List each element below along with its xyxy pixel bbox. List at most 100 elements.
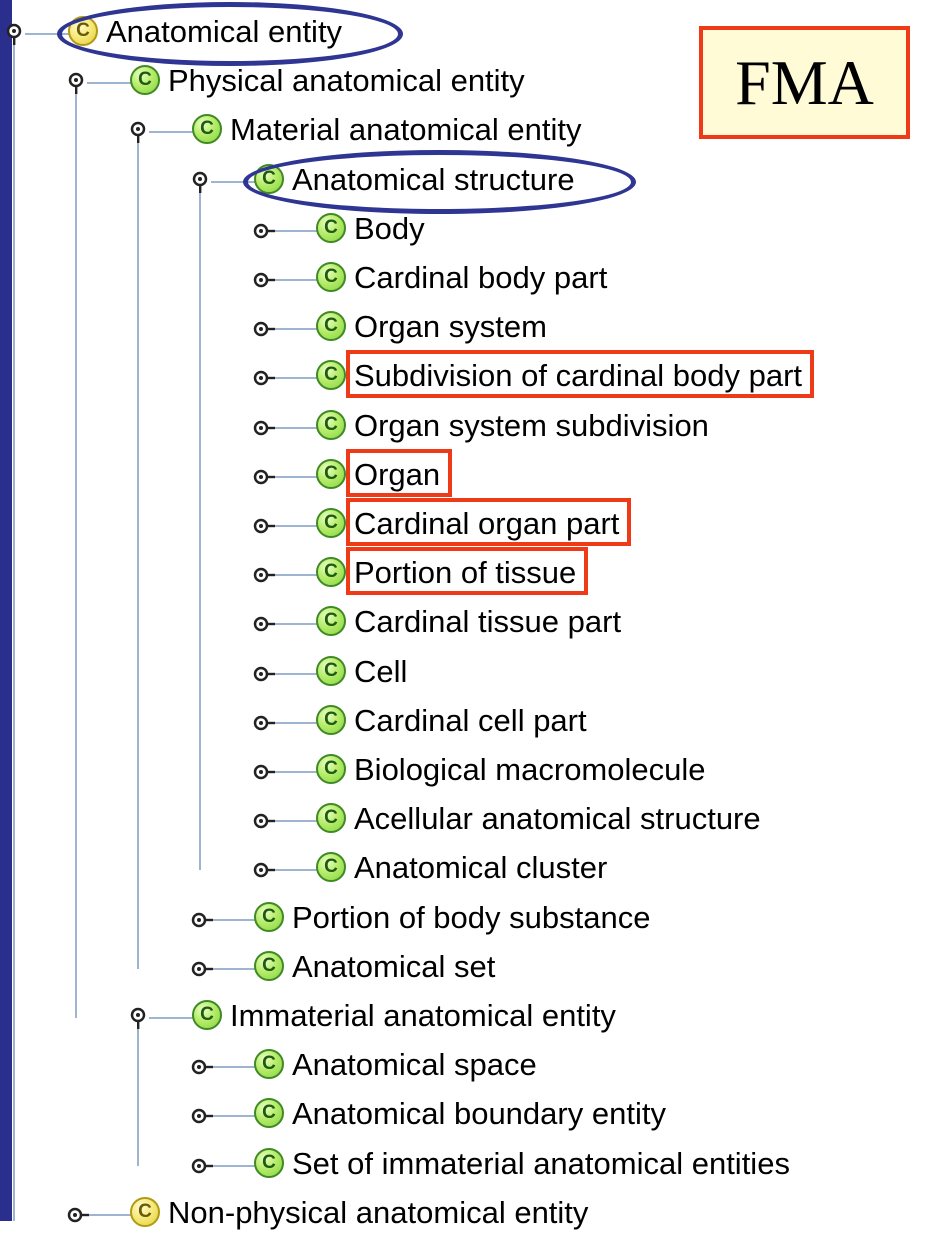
expanded-handle-icon[interactable] <box>67 72 89 95</box>
tree-node-label: Anatomical set <box>292 948 496 984</box>
tree-branch-line <box>273 672 319 675</box>
expanded-handle-icon[interactable] <box>129 121 151 144</box>
tree-node-label: Anatomical structure <box>292 161 575 197</box>
tree-branch-line <box>149 1017 195 1019</box>
collapsed-handle-icon[interactable] <box>253 367 275 389</box>
class-icon-green: C <box>254 1147 284 1178</box>
class-icon-green: C <box>316 458 346 489</box>
class-icon-green: C <box>316 409 346 440</box>
class-icon-green: C <box>316 262 346 292</box>
fma-badge: FMA <box>699 26 910 139</box>
tree-node-label: Anatomical cluster <box>354 850 608 886</box>
tree-node-label: Organ system subdivision <box>354 407 709 443</box>
class-icon-green: C <box>192 114 222 145</box>
tree-branch-line <box>273 869 319 872</box>
class-icon-green: C <box>316 852 346 883</box>
collapsed-handle-icon[interactable] <box>253 613 275 635</box>
tree-node-label: Portion of tissue <box>354 555 577 591</box>
tree-connector-line <box>137 142 139 969</box>
tree-node-label: Cardinal organ part <box>354 506 620 541</box>
collapsed-handle-icon[interactable] <box>191 958 213 980</box>
tree-branch-line <box>211 180 257 183</box>
tree-branch-line <box>25 33 71 35</box>
collapsed-handle-icon[interactable] <box>191 909 213 931</box>
tree-node-label: Anatomical boundary entity <box>292 1096 666 1132</box>
tree-node-label: Physical anatomical entity <box>168 63 525 99</box>
tree-branch-line <box>273 574 319 577</box>
tree-branch-line <box>87 82 133 85</box>
tree-node-label: Organ system <box>354 309 547 345</box>
collapsed-handle-icon[interactable] <box>253 466 275 488</box>
expanded-handle-icon[interactable] <box>5 23 27 45</box>
tree-branch-line <box>273 328 319 331</box>
tree-connector-line <box>137 1028 139 1166</box>
tree-node-label: Non-physical anatomical entity <box>168 1194 589 1230</box>
class-icon-green: C <box>254 901 284 932</box>
class-icon-yellow: C <box>130 1196 160 1227</box>
tree-branch-line <box>273 377 319 380</box>
collapsed-handle-icon[interactable] <box>253 810 275 832</box>
tree-node-label: Organ <box>354 456 441 492</box>
expanded-handle-icon[interactable] <box>191 171 213 193</box>
class-icon-green: C <box>192 1000 222 1030</box>
class-icon-green: C <box>254 1049 284 1080</box>
tree-branch-line <box>273 820 319 823</box>
collapsed-handle-icon[interactable] <box>191 1155 213 1177</box>
tree-node-label: Material anatomical entity <box>230 112 582 148</box>
tree-node-label: Immaterial anatomical entity <box>230 998 616 1033</box>
class-icon-green: C <box>316 655 346 686</box>
left-accent-bar <box>0 0 12 1221</box>
class-icon-green: C <box>316 704 346 735</box>
tree-branch-line <box>211 1164 257 1167</box>
collapsed-handle-icon[interactable] <box>253 761 275 783</box>
class-icon-green: C <box>316 557 346 588</box>
tree-node-label: Set of immaterial anatomical entities <box>292 1145 790 1181</box>
tree-connector-line <box>13 44 15 1221</box>
expanded-handle-icon[interactable] <box>129 1007 151 1029</box>
class-icon-green: C <box>316 360 346 391</box>
collapsed-handle-icon[interactable] <box>253 663 275 685</box>
tree-branch-line <box>273 525 319 527</box>
tree-branch-line <box>273 771 319 773</box>
collapsed-handle-icon[interactable] <box>253 859 275 881</box>
tree-branch-line <box>211 967 257 970</box>
tree-branch-line <box>211 918 257 921</box>
tree-node-label: Body <box>354 210 425 246</box>
tree-branch-line <box>273 229 319 232</box>
class-icon-green: C <box>254 163 284 194</box>
collapsed-handle-icon[interactable] <box>253 269 275 291</box>
tree-node-label: Anatomical space <box>292 1047 537 1083</box>
class-icon-green: C <box>316 311 346 342</box>
collapsed-handle-icon[interactable] <box>253 564 275 586</box>
tree-node-label: Biological macromolecule <box>354 752 706 787</box>
tree-node-label: Cardinal body part <box>354 260 608 295</box>
tree-branch-line <box>87 1213 133 1216</box>
class-icon-yellow: C <box>68 16 98 46</box>
class-icon-green: C <box>316 754 346 784</box>
class-icon-green: C <box>316 803 346 834</box>
tree-branch-line <box>211 1066 257 1069</box>
class-icon-green: C <box>316 212 346 243</box>
tree-branch-line <box>273 475 319 478</box>
tree-node-label: Cardinal cell part <box>354 702 587 738</box>
collapsed-handle-icon[interactable] <box>191 1056 213 1078</box>
collapsed-handle-icon[interactable] <box>253 220 275 242</box>
class-icon-green: C <box>254 1098 284 1129</box>
tree-node-label: Acellular anatomical structure <box>354 801 761 837</box>
tree-node-label: Subdivision of cardinal body part <box>354 358 803 394</box>
collapsed-handle-icon[interactable] <box>253 417 275 439</box>
tree-node-label: Cardinal tissue part <box>354 604 622 640</box>
class-icon-green: C <box>316 508 346 538</box>
tree-branch-line <box>273 623 319 626</box>
collapsed-handle-icon[interactable] <box>67 1204 89 1226</box>
collapsed-handle-icon[interactable] <box>253 318 275 340</box>
tree-branch-line <box>211 1115 257 1118</box>
tree-connector-line <box>75 93 77 1018</box>
collapsed-handle-icon[interactable] <box>191 1105 213 1127</box>
collapsed-handle-icon[interactable] <box>253 712 275 734</box>
tree-branch-line <box>273 279 319 281</box>
tree-branch-line <box>273 721 319 724</box>
collapsed-handle-icon[interactable] <box>253 515 275 537</box>
tree-connector-line <box>199 191 201 871</box>
